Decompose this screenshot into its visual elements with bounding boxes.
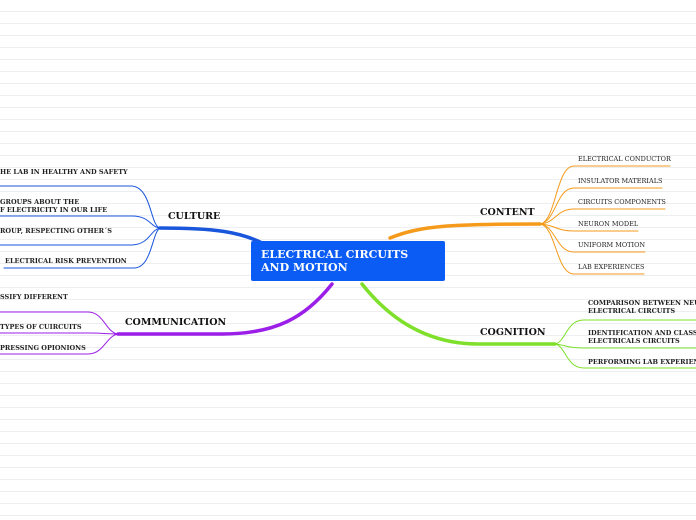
communication-item-2[interactable]: TYPES OF CUIRCUITS xyxy=(0,323,82,331)
content-topic[interactable]: CONTENT xyxy=(480,207,535,218)
communication-line-3 xyxy=(0,333,119,355)
content-connectors xyxy=(388,165,671,275)
culture-item-2-line-2[interactable]: F ELECTRICITY IN OUR LIFE xyxy=(0,206,108,214)
content-item-insulator-materials[interactable]: INSULATOR MATERIALS xyxy=(578,177,663,185)
communication-item-3[interactable]: PRESSING OPIONIONS xyxy=(0,344,86,352)
cognition-item-1-line-1[interactable]: COMPARISON BETWEEN NEURO xyxy=(588,299,696,307)
communication-main-branch xyxy=(116,282,334,336)
culture-item-4[interactable]: ELECTRICAL RISK PREVENTION xyxy=(5,257,127,265)
content-item-neuron-model[interactable]: NEURON MODEL xyxy=(578,220,639,228)
central-topic[interactable]: ELECTRICAL CIRCUITS AND MOTION xyxy=(251,241,445,281)
content-line-2 xyxy=(539,187,663,225)
communication-line-2 xyxy=(0,332,119,335)
content-item-electrical-conductor[interactable]: ELECTRICAL CONDUCTOR xyxy=(578,155,671,163)
cognition-line-2 xyxy=(554,343,696,349)
culture-item-1[interactable]: HE LAB IN HEALTHY AND SAFETY xyxy=(0,168,128,176)
content-line-3 xyxy=(539,208,666,225)
culture-item-3[interactable]: ROUP, RESPECTING OTHER´S xyxy=(0,227,112,235)
content-line-6 xyxy=(539,223,645,275)
cognition-line-3 xyxy=(554,343,696,369)
communication-item-1[interactable]: SSIFY DIFFERENT xyxy=(0,293,68,301)
content-line-4 xyxy=(539,223,639,232)
communication-topic[interactable]: COMMUNICATION xyxy=(125,317,227,328)
culture-topic[interactable]: CULTURE xyxy=(168,211,221,222)
communication-line-1 xyxy=(0,311,119,335)
cognition-topic[interactable]: COGNITION xyxy=(480,327,546,338)
culture-line-1 xyxy=(0,185,161,229)
content-item-circuits-components[interactable]: CIRCUITS COMPONENTS xyxy=(578,198,666,206)
communication-connectors xyxy=(0,282,334,355)
culture-connectors xyxy=(0,185,264,269)
cognition-main-branch xyxy=(360,282,557,346)
culture-line-2 xyxy=(0,215,161,229)
culture-line-3 xyxy=(0,227,161,246)
content-line-1 xyxy=(539,165,671,225)
culture-main-branch xyxy=(158,226,264,245)
cognition-line-1 xyxy=(554,319,696,345)
culture-line-4 xyxy=(3,227,161,269)
cognition-connectors xyxy=(360,282,696,369)
central-topic-line-2: AND MOTION xyxy=(261,261,348,274)
content-main-branch xyxy=(388,222,542,240)
cognition-item-2-line-1[interactable]: IDENTIFICATION AND CLASSIF xyxy=(588,329,696,337)
content-item-lab-experiences[interactable]: LAB EXPERIENCES xyxy=(578,263,645,271)
central-topic-line-1: ELECTRICAL CIRCUITS xyxy=(261,248,409,261)
cognition-item-2-line-2[interactable]: ELECTRICALS CIRCUITS xyxy=(588,337,680,345)
content-item-uniform-motion[interactable]: UNIFORM MOTION xyxy=(578,241,646,249)
cognition-item-1-line-2[interactable]: ELECTRICAL CIRCUITS xyxy=(588,307,676,315)
culture-item-2-line-1[interactable]: GROUPS ABOUT THE xyxy=(0,198,80,206)
cognition-item-3[interactable]: PERFORMING LAB EXPERIENCE xyxy=(588,358,696,366)
